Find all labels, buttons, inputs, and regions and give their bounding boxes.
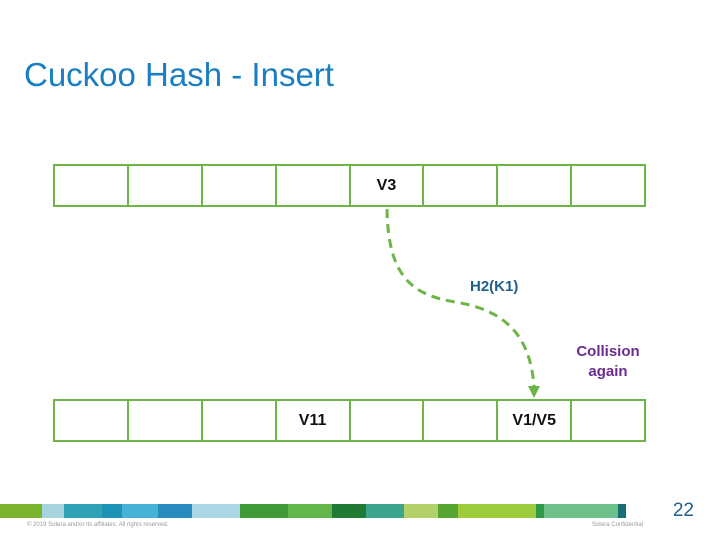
footer-bar-segment bbox=[618, 504, 626, 518]
hash-cell bbox=[570, 166, 644, 205]
footer-bar-segment bbox=[64, 504, 102, 518]
hash-cell bbox=[422, 166, 496, 205]
hash-table-bottom: V11 V1/V5 bbox=[53, 399, 646, 442]
footer-bar-segment bbox=[404, 504, 438, 518]
confidential-text: Sotera Confidential bbox=[591, 522, 643, 528]
page-number: 22 bbox=[672, 500, 694, 521]
slide-title: Cuckoo Hash - Insert bbox=[24, 56, 334, 93]
footer-bar-segment bbox=[544, 504, 618, 518]
collision-annotation: Collision again bbox=[554, 342, 662, 382]
hash-cell bbox=[126, 166, 201, 205]
footer-bar-segment bbox=[0, 504, 42, 518]
hash-cell bbox=[126, 401, 201, 440]
footer-bar-segment bbox=[332, 504, 366, 518]
hash-cell bbox=[274, 166, 349, 205]
hash-cell bbox=[422, 401, 496, 440]
footer-bar-segment bbox=[42, 504, 64, 518]
hash-function-label: H2(K1) bbox=[470, 278, 519, 295]
footer-bar-segment bbox=[192, 504, 240, 518]
hash-cell bbox=[200, 166, 275, 205]
footer-bar-segment bbox=[288, 504, 332, 518]
arrow-head-icon bbox=[528, 386, 540, 398]
copyright-text: © 2019 Sotera and/or its affiliates. All… bbox=[27, 522, 169, 528]
footer-bar-segment bbox=[102, 504, 122, 518]
footer-bar-segment bbox=[240, 504, 288, 518]
footer-bar-segment bbox=[122, 504, 158, 518]
hash-cell bbox=[348, 401, 423, 440]
hash-cell-v1-v5: V1/V5 bbox=[496, 401, 570, 440]
hash-cell-v3: V3 bbox=[348, 166, 423, 205]
footer-bar-segment bbox=[438, 504, 458, 518]
footer-bar-segment bbox=[536, 504, 544, 518]
collision-line-1: Collision bbox=[576, 343, 640, 360]
footer-color-bar bbox=[0, 504, 666, 518]
hash-table-top: V3 bbox=[53, 164, 646, 207]
footer-bar-segment bbox=[458, 504, 536, 518]
collision-line-2: again bbox=[588, 363, 628, 380]
hash-cell bbox=[496, 166, 570, 205]
hash-cell bbox=[200, 401, 275, 440]
footer-bar-segment bbox=[366, 504, 404, 518]
arrow-path bbox=[385, 208, 536, 387]
hash-cell-v11: V11 bbox=[274, 401, 349, 440]
hash-cell bbox=[570, 401, 644, 440]
footer-bar-segment bbox=[158, 504, 192, 518]
